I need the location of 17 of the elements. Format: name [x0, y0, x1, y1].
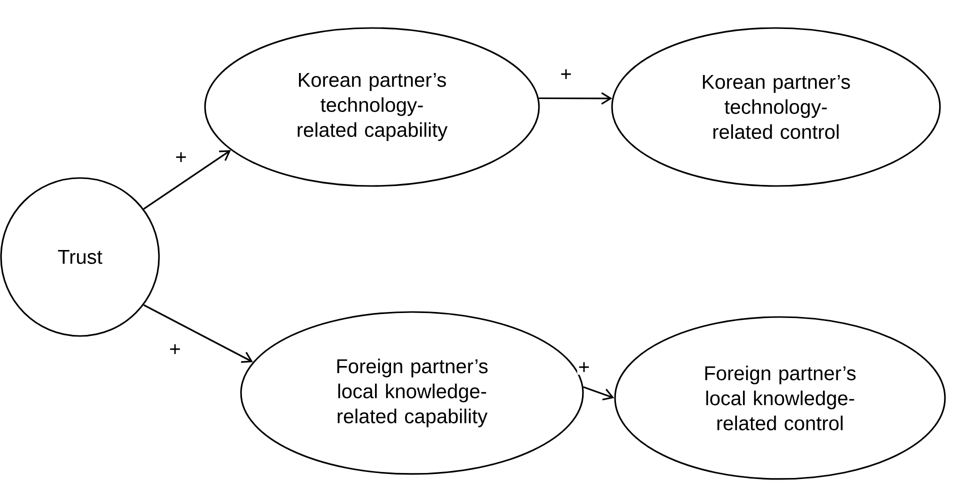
edge-label: + [176, 152, 186, 162]
edge-label: + [579, 362, 589, 372]
node-text: Korean partner’s technology-related control [702, 75, 850, 139]
ellipse-node [204, 27, 540, 187]
arrow [143, 304, 253, 363]
arrow [143, 150, 231, 210]
arrow [538, 92, 612, 105]
arrow [583, 386, 614, 400]
node-text: Korean partner’s technology-related capability [298, 73, 448, 141]
circle-node [0, 177, 160, 337]
node-text: Foreign partner’s local knowledge-related capability [337, 358, 488, 428]
edge-label: + [561, 69, 571, 79]
edge-label: + [170, 344, 180, 354]
node-text: Foreign partner’s local knowledge-related control [705, 366, 856, 430]
ellipse-node [614, 316, 946, 480]
ellipse-node [611, 27, 941, 187]
node-text: Trust [58, 250, 102, 264]
